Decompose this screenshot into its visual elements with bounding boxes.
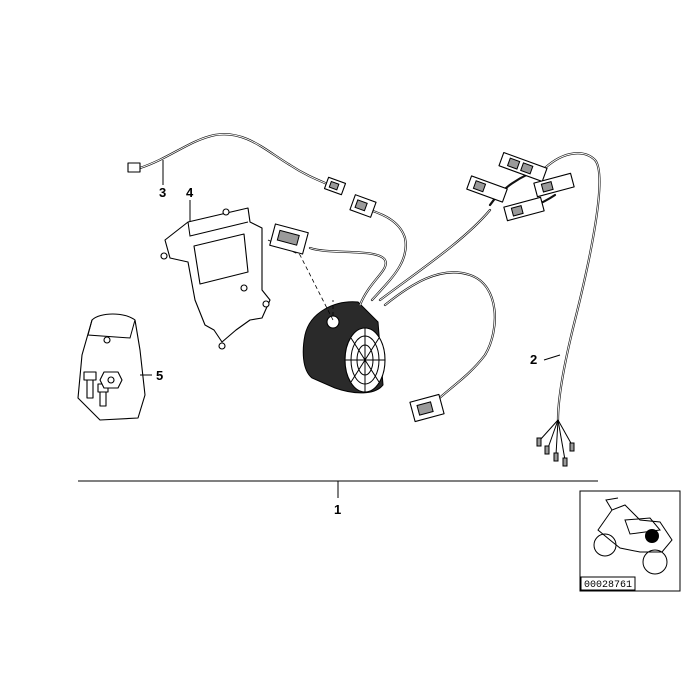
main-harness <box>269 194 496 423</box>
siren-bolt <box>326 315 340 329</box>
alarm-siren <box>267 239 386 394</box>
location-inset: 00028761 <box>579 490 681 592</box>
leader-lines <box>78 160 598 498</box>
inset-frame <box>579 490 681 592</box>
screw-a <box>83 371 97 381</box>
connector-multi-d <box>503 196 545 222</box>
callout-5: 5 <box>156 368 163 383</box>
reference-code: 00028761 <box>584 580 632 591</box>
callout-2: 2 <box>530 352 537 367</box>
connector-multi-c <box>466 175 508 203</box>
motorcycle-icon <box>593 497 673 575</box>
location-marker <box>645 529 659 543</box>
connector-3pin <box>269 223 309 255</box>
connector-3a <box>127 162 141 173</box>
bracket-part-4 <box>160 207 271 350</box>
callout-4: 4 <box>186 185 194 200</box>
callout-1: 1 <box>334 502 341 517</box>
reference-code-box <box>580 576 636 591</box>
mount-part-5 <box>77 313 146 421</box>
callout-3: 3 <box>159 185 166 200</box>
connector-lower <box>409 393 445 423</box>
cable-part-2 <box>466 152 601 467</box>
connector-multi-b <box>533 172 575 198</box>
cable-part-3 <box>127 133 347 196</box>
connector-multi-a <box>498 152 548 182</box>
leader-2 <box>543 354 561 361</box>
connector-2pin <box>349 194 377 218</box>
